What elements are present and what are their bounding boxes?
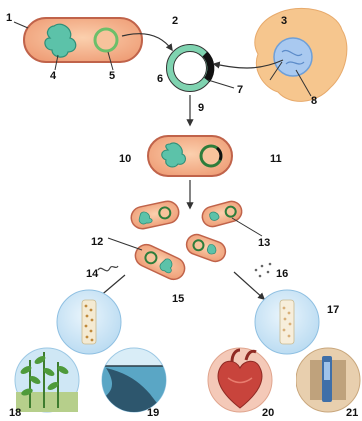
label-7: 7 [237, 84, 243, 96]
label-5: 5 [109, 70, 115, 82]
label-20: 20 [262, 407, 274, 419]
label-15: 15 [172, 293, 184, 305]
product-dots [255, 263, 272, 278]
label-16: 16 [276, 268, 288, 280]
label-11: 11 [270, 153, 282, 165]
label-1: 1 [6, 12, 12, 24]
application-plants [15, 348, 79, 412]
bacteria-culture [129, 199, 244, 283]
label-8: 8 [311, 95, 317, 107]
label-17: 17 [327, 304, 339, 316]
label-6: 6 [157, 73, 163, 85]
label-21: 21 [346, 407, 358, 419]
label-10: 10 [119, 153, 131, 165]
application-heart [208, 348, 272, 412]
label-12: 12 [91, 236, 103, 248]
nucleus [274, 38, 312, 76]
label-2: 2 [172, 15, 178, 27]
recombinant-plasmid [167, 45, 214, 92]
label-4: 4 [50, 70, 57, 82]
application-medicine [296, 348, 360, 412]
label-14: 14 [86, 268, 99, 280]
label-9: 9 [198, 102, 204, 114]
human-cell [255, 8, 347, 101]
bacterium-transformed [148, 136, 232, 176]
bacterial-plasmid [95, 29, 117, 51]
product-circle-left [57, 290, 121, 354]
application-oil-cleanup [100, 348, 170, 418]
label-13: 13 [258, 237, 270, 249]
protein-squiggle [98, 266, 118, 271]
product-circle-right [255, 290, 319, 354]
label-3: 3 [281, 15, 287, 27]
bacterium-top [24, 18, 142, 62]
label-18: 18 [9, 407, 21, 419]
label-19: 19 [147, 407, 159, 419]
